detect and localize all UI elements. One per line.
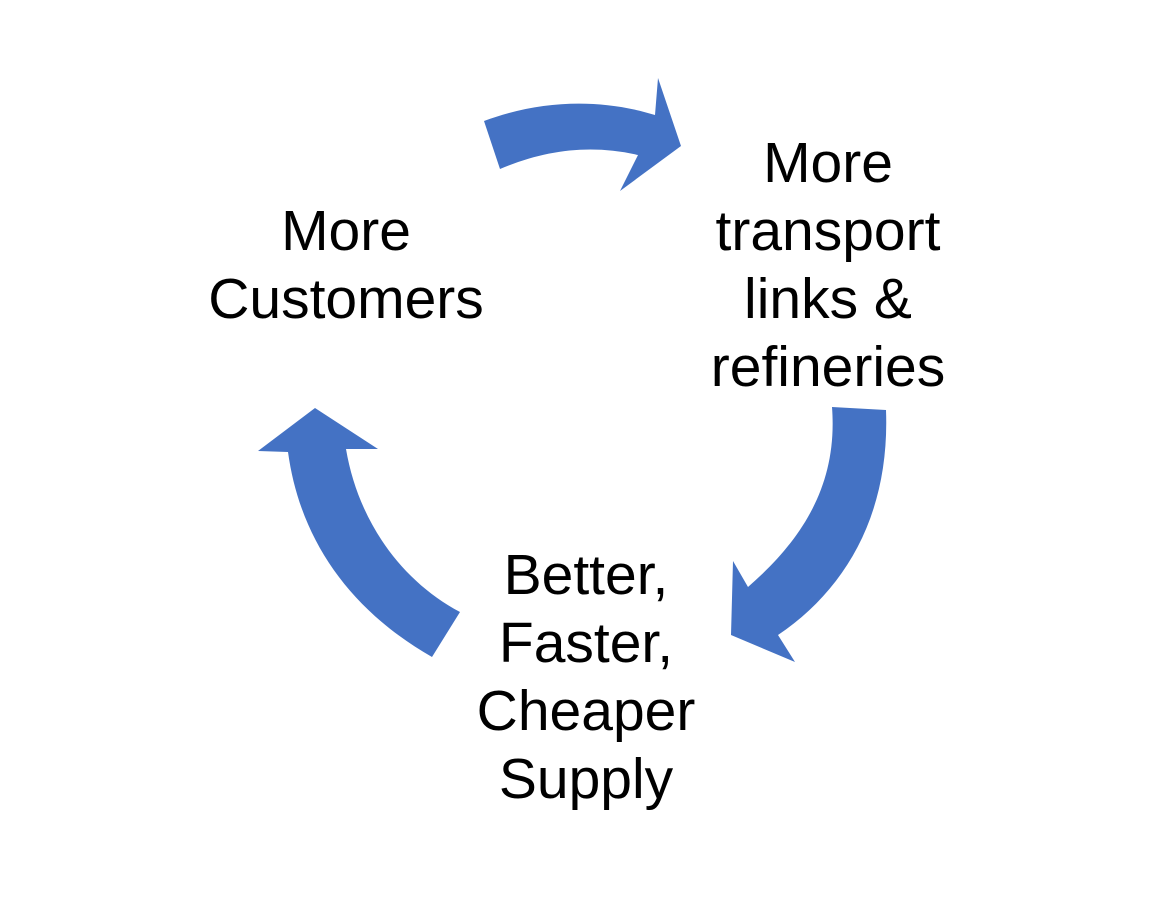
arrow-supply-to-customers: [258, 408, 460, 657]
node-more-transport-links-refineries: More transport links & refineries: [710, 131, 946, 399]
arrow-transport-to-supply: [731, 407, 887, 662]
node-better-faster-cheaper-supply: Better, Faster, Cheaper Supply: [476, 543, 696, 811]
arrow-customers-to-transport: [484, 78, 681, 191]
node-more-customers: More Customers: [208, 199, 484, 331]
